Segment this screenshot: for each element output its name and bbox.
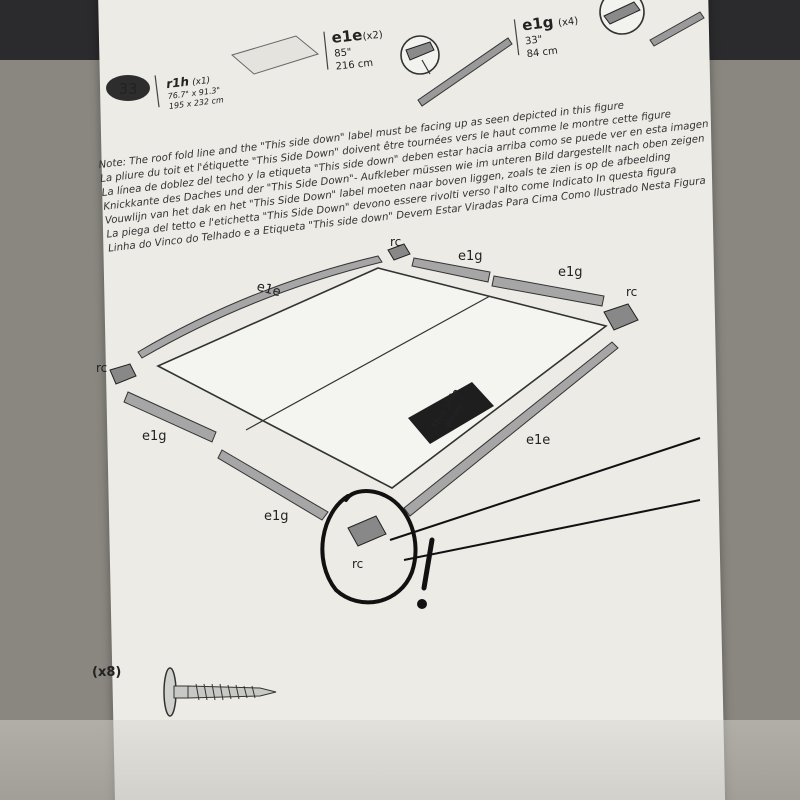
r1h-code: r1h bbox=[165, 74, 189, 91]
callout-rc-left: rc bbox=[96, 361, 107, 375]
step-number: 33 bbox=[118, 80, 137, 98]
e1e-qty: (x2) bbox=[362, 30, 383, 43]
handwritten-exclamation-dot bbox=[417, 599, 427, 609]
e1g-top-rail-1 bbox=[411, 257, 491, 283]
e1g-profile-rail bbox=[649, 11, 705, 47]
callout-rc-right: rc bbox=[626, 285, 637, 299]
part-r1h: r1h (x1) 76.7" x 91.3" 195 x 232 cm bbox=[154, 74, 224, 111]
e1g-left-rail bbox=[123, 391, 217, 443]
callout-e1g-top1: e1g bbox=[458, 249, 483, 264]
callout-rc-top: rc bbox=[390, 235, 401, 249]
callout-e1g-bottom: e1g bbox=[264, 509, 289, 524]
e1g-qty: (x4) bbox=[558, 16, 579, 29]
corner-rc-top bbox=[387, 243, 411, 261]
corner-rc-left bbox=[109, 363, 137, 385]
part-e1g: e1g (x4) 33" 84 cm bbox=[513, 13, 579, 60]
leader-line bbox=[421, 59, 431, 75]
corner-rc-right bbox=[603, 303, 639, 331]
part-e1e: e1e (x2) 85" 216 cm bbox=[323, 26, 383, 73]
divider-line bbox=[323, 31, 329, 70]
profile-shape bbox=[603, 1, 641, 25]
callout-rc-bottom: rc bbox=[352, 557, 363, 571]
e1e-size-cm: 216 cm bbox=[335, 58, 373, 73]
e1g-code: e1g bbox=[521, 13, 554, 35]
e1g-size-cm: 84 cm bbox=[526, 45, 558, 60]
screw-qty: (x8) bbox=[92, 665, 121, 680]
callouts: e1e e1g e1g rc rc rc e1g e1e e1g rc bbox=[96, 235, 637, 571]
lower-shadow bbox=[0, 720, 800, 800]
step-marker: 33 bbox=[106, 75, 150, 101]
notes-block: Note: The roof fold line and the "This s… bbox=[98, 100, 709, 254]
screw-icon bbox=[163, 667, 277, 717]
e1g-size-in: 33" bbox=[525, 34, 544, 47]
e1e-size-in: 85" bbox=[334, 47, 352, 60]
this-side-down-sticker bbox=[408, 382, 494, 444]
zoom-leader-lower bbox=[403, 499, 701, 561]
callout-e1g-left: e1g bbox=[142, 429, 167, 444]
roof-panel bbox=[156, 267, 608, 489]
zoom-leader-upper bbox=[389, 437, 701, 541]
e1e-profile-rail bbox=[417, 37, 513, 107]
e1g-top-rail-2 bbox=[491, 275, 605, 307]
screw-collar bbox=[173, 685, 189, 699]
roof-panel-icon bbox=[230, 35, 320, 75]
callout-e1g-top2: e1g bbox=[558, 265, 583, 280]
e1g-bottom-rail bbox=[217, 449, 329, 521]
fold-line bbox=[245, 295, 491, 431]
step-circle bbox=[106, 75, 150, 101]
screw-thread bbox=[195, 683, 256, 701]
divider-line bbox=[513, 19, 520, 56]
e1e-code: e1e bbox=[331, 26, 364, 47]
corner-rc-bottom bbox=[347, 515, 387, 547]
callout-e1e-right: e1e bbox=[526, 433, 550, 448]
e1e-right-rail bbox=[403, 341, 619, 517]
callout-e1e-top: e1e bbox=[255, 279, 282, 300]
r1h-qty: (x1) bbox=[192, 76, 211, 88]
e1e-top-rail bbox=[137, 255, 383, 359]
profile-shape bbox=[405, 41, 435, 61]
handwritten-circle bbox=[320, 489, 418, 605]
handwritten-exclamation-stroke bbox=[421, 537, 435, 591]
divider-line bbox=[154, 75, 160, 108]
screw-shank bbox=[187, 685, 277, 699]
